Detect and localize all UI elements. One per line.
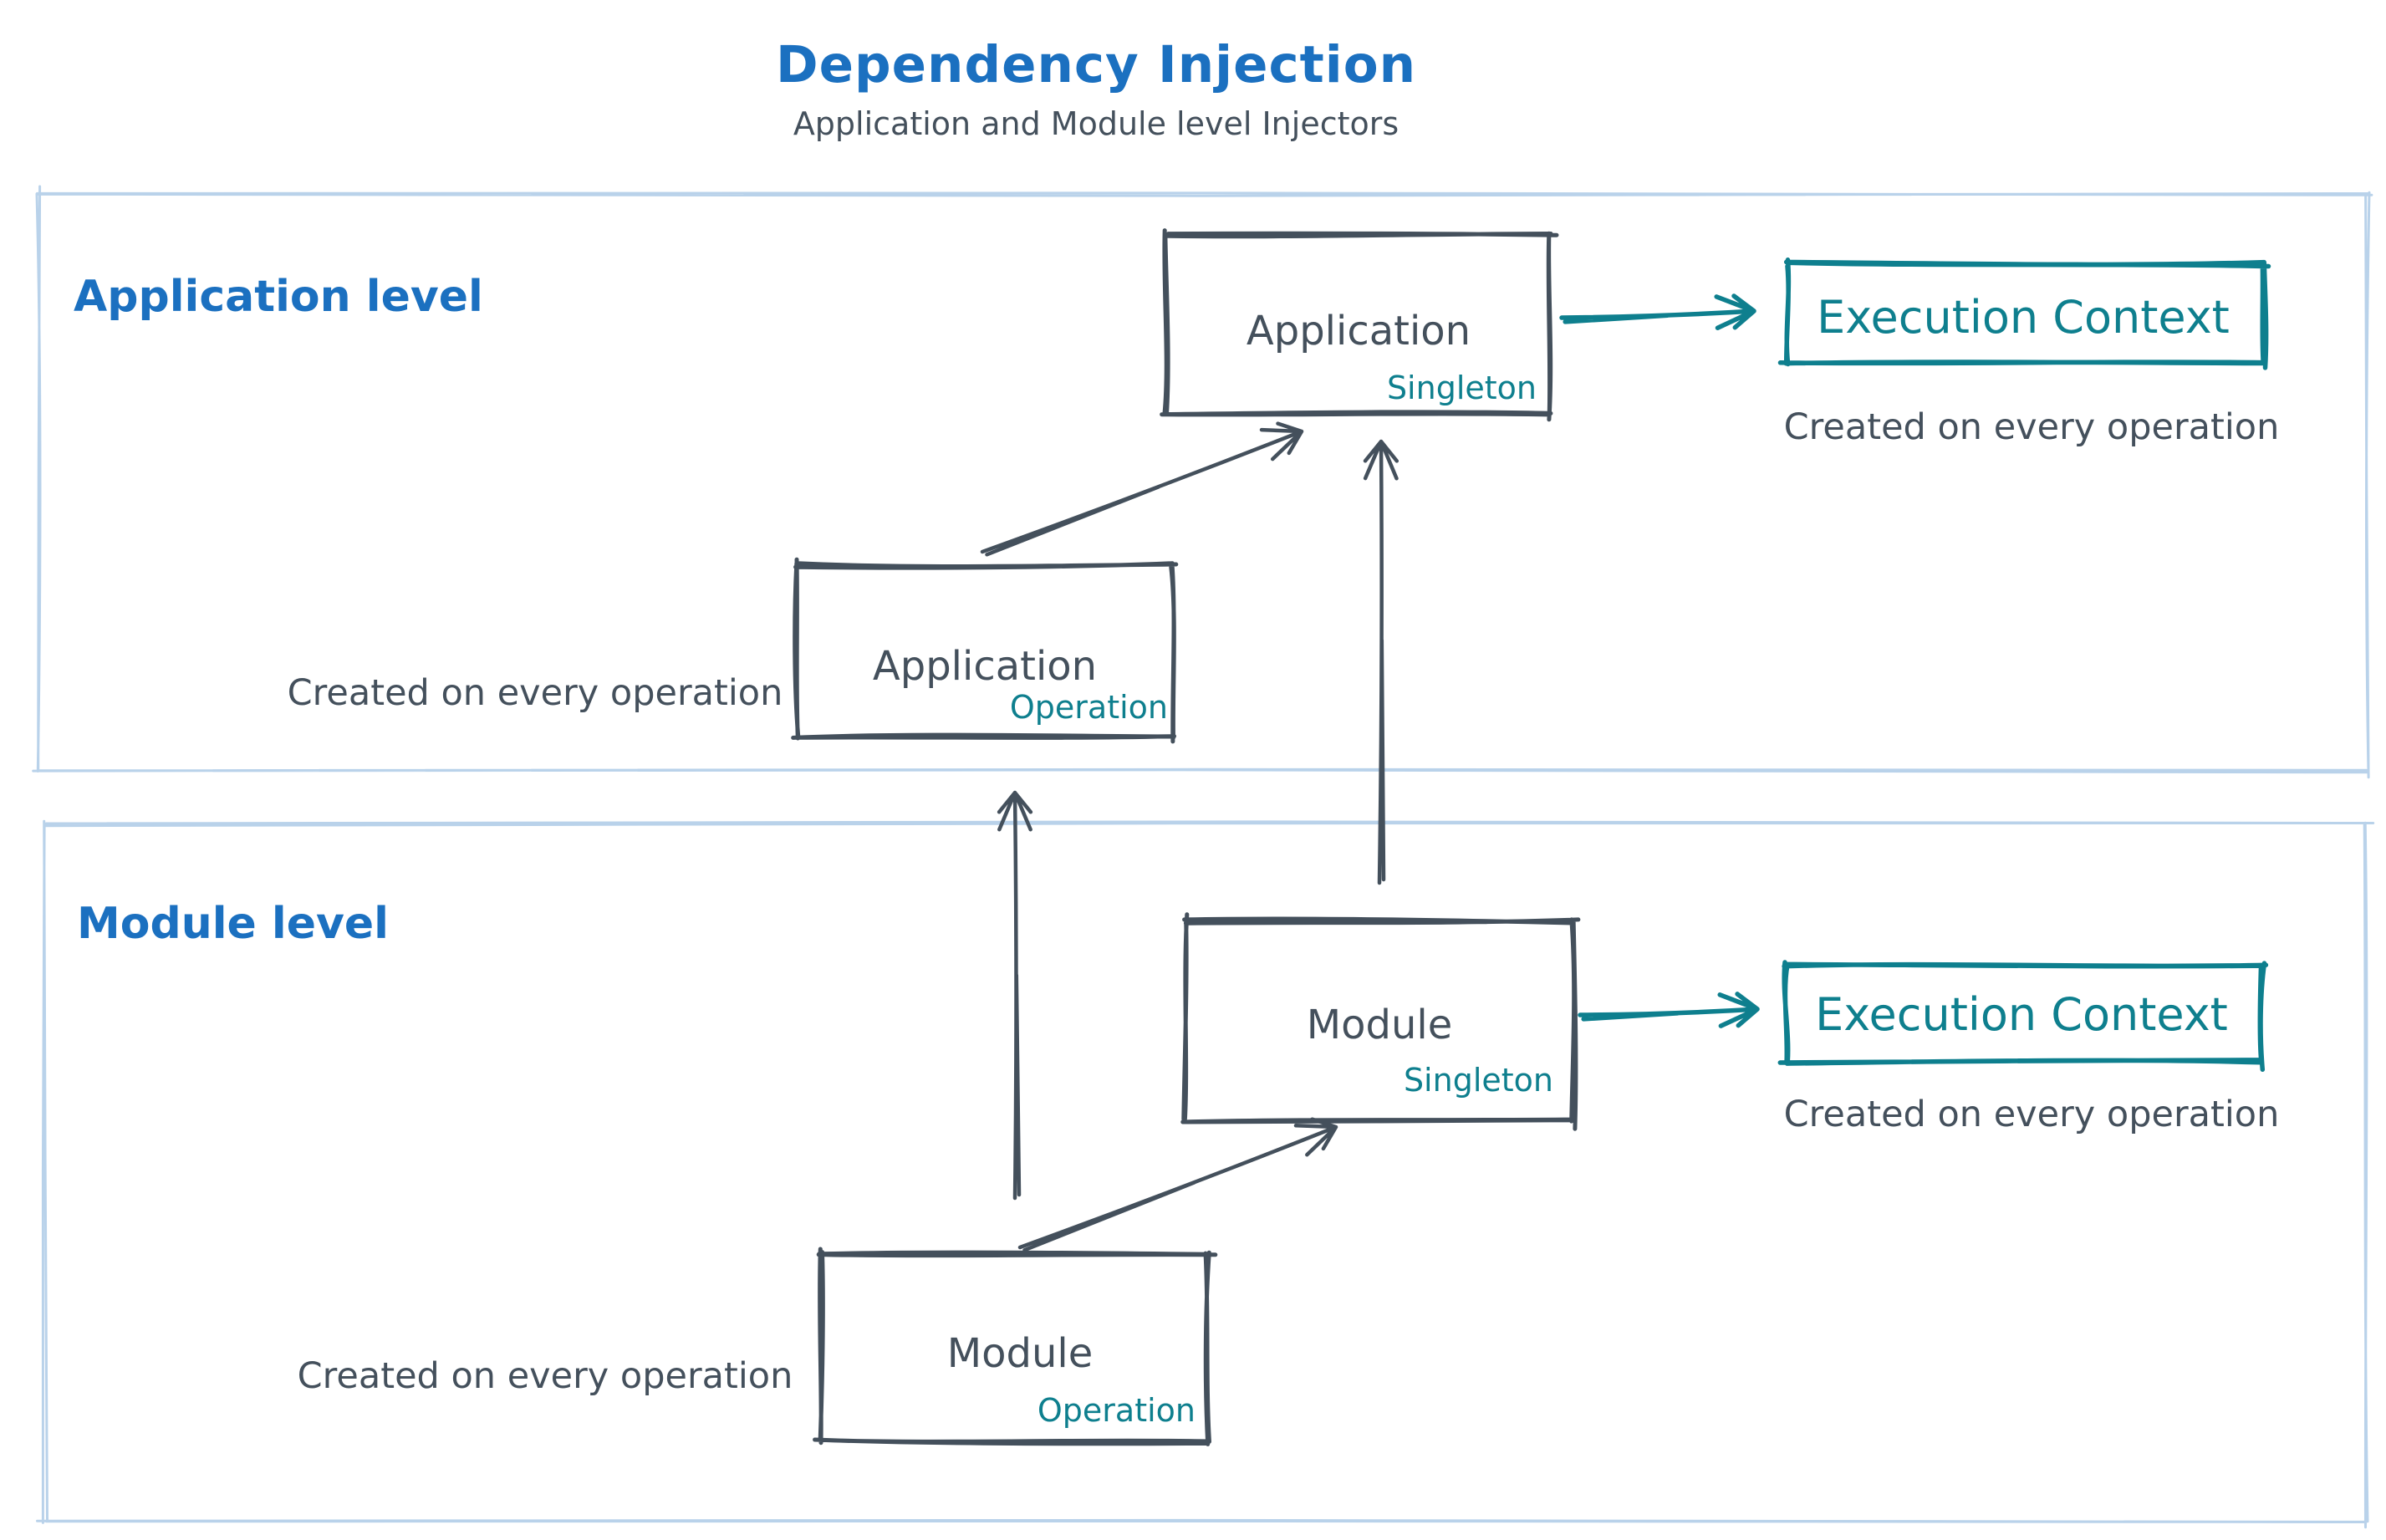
application-operation-title: Application — [873, 643, 1097, 690]
module-level-frame: Module level — [36, 819, 2375, 1529]
note-app-exec: Created on every operation — [1784, 406, 2280, 448]
module-level-frame-border — [36, 819, 2375, 1529]
module-operation-badge: Operation — [1038, 1392, 1196, 1429]
execution-context-module-border — [1777, 960, 2269, 1073]
module-singleton-badge: Singleton — [1404, 1062, 1553, 1099]
module-level-label: Module level — [77, 899, 389, 949]
module-singleton-title: Module — [1307, 1002, 1453, 1048]
execution-context-app-border — [1777, 258, 2271, 370]
module-operation-box-border — [813, 1247, 1218, 1446]
execution-context-app-box: Execution Context — [1777, 258, 2271, 370]
application-singleton-title: Application — [1247, 308, 1471, 354]
module-operation-title: Module — [947, 1330, 1094, 1377]
note-module-exec: Created on every operation — [1784, 1094, 2280, 1135]
application-level-frame: Application level — [32, 185, 2373, 779]
module-operation-box: Module Operation — [813, 1247, 1218, 1446]
arrow-module-singleton-to-execution-context — [1578, 992, 1760, 1028]
execution-context-app-label: Execution Context — [1817, 291, 2230, 344]
module-singleton-box: Module Singleton — [1180, 912, 1581, 1131]
execution-context-module-box: Execution Context — [1777, 960, 2269, 1073]
application-singleton-box-border — [1160, 228, 1559, 422]
note-app-operation: Created on every operation — [288, 672, 783, 714]
arrow-module-singleton-to-app-singleton — [1363, 439, 1399, 885]
application-level-label: Application level — [74, 272, 483, 322]
arrow-module-operation-to-module-singleton — [1017, 1117, 1338, 1252]
module-singleton-box-border — [1180, 912, 1581, 1131]
diagram-title: Dependency Injection — [776, 35, 1416, 94]
arrow-app-operation-to-app-singleton — [980, 421, 1304, 557]
diagram-subtitle: Application and Module level Injectors — [793, 105, 1399, 142]
application-singleton-box: Application Singleton — [1160, 228, 1559, 422]
note-module-operation: Created on every operation — [298, 1355, 793, 1397]
application-operation-box: Application Operation — [791, 557, 1179, 744]
arrow-app-singleton-to-execution-context — [1559, 293, 1756, 330]
application-operation-box-border — [791, 557, 1179, 744]
execution-context-module-label: Execution Context — [1815, 988, 2228, 1041]
application-singleton-badge: Singleton — [1387, 370, 1537, 406]
arrow-module-operation-to-app-operation — [997, 790, 1033, 1201]
application-operation-badge: Operation — [1010, 689, 1168, 726]
application-level-frame-border — [32, 185, 2373, 779]
